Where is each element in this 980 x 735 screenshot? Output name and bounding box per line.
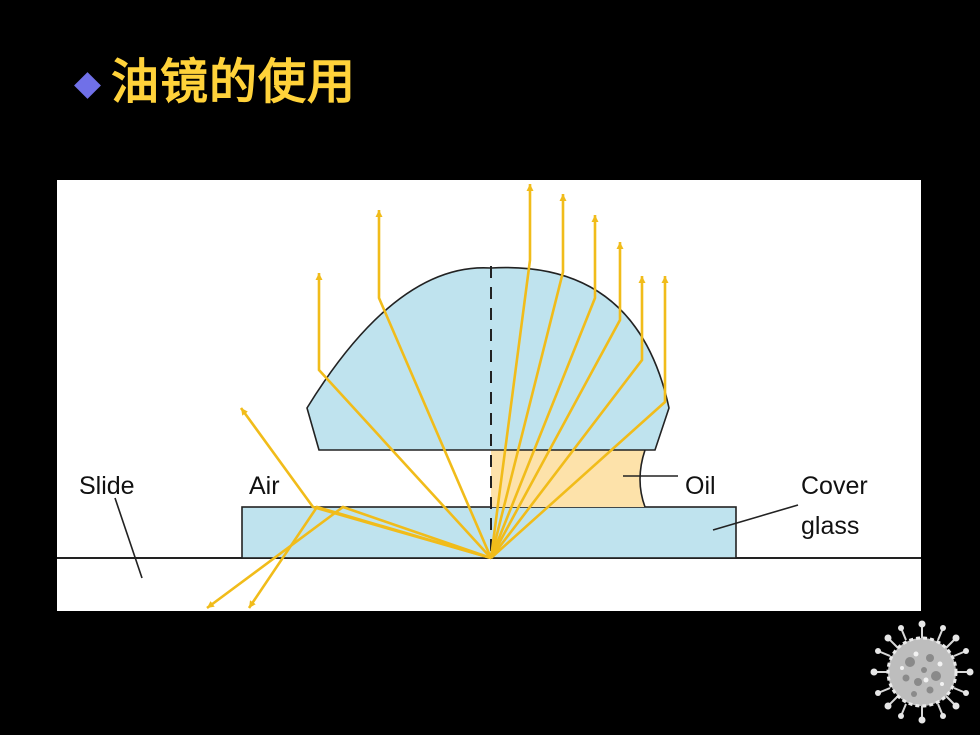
- virus-icon: [870, 620, 974, 724]
- ray: [489, 184, 534, 559]
- ray: [375, 210, 493, 559]
- label-cover: Cover: [801, 472, 868, 500]
- slide-title: 油镜的使用: [74, 52, 357, 112]
- ray: [315, 273, 492, 559]
- light-rays: [206, 184, 669, 610]
- cover-glass-leader: [712, 504, 799, 531]
- oil-edge: [639, 449, 646, 508]
- ray: [206, 505, 492, 610]
- slide-leader: [114, 497, 143, 579]
- label-glass: glass: [801, 512, 859, 540]
- ray: [247, 505, 492, 609]
- ray: [489, 276, 646, 559]
- ray: [489, 215, 599, 559]
- objective-lens: [306, 266, 670, 451]
- diamond-bullet-icon: [74, 71, 101, 99]
- ray: [489, 194, 567, 559]
- ray: [489, 242, 624, 559]
- oil-immersion-diagram: Slide Air Oil Cover glass: [57, 180, 921, 611]
- label-oil: Oil: [685, 472, 716, 500]
- label-slide: Slide: [79, 472, 135, 500]
- title-text: 油镜的使用: [111, 54, 357, 110]
- label-air: Air: [249, 472, 280, 500]
- ray: [490, 276, 669, 559]
- diagram-svg: Slide Air Oil Cover glass: [57, 184, 921, 610]
